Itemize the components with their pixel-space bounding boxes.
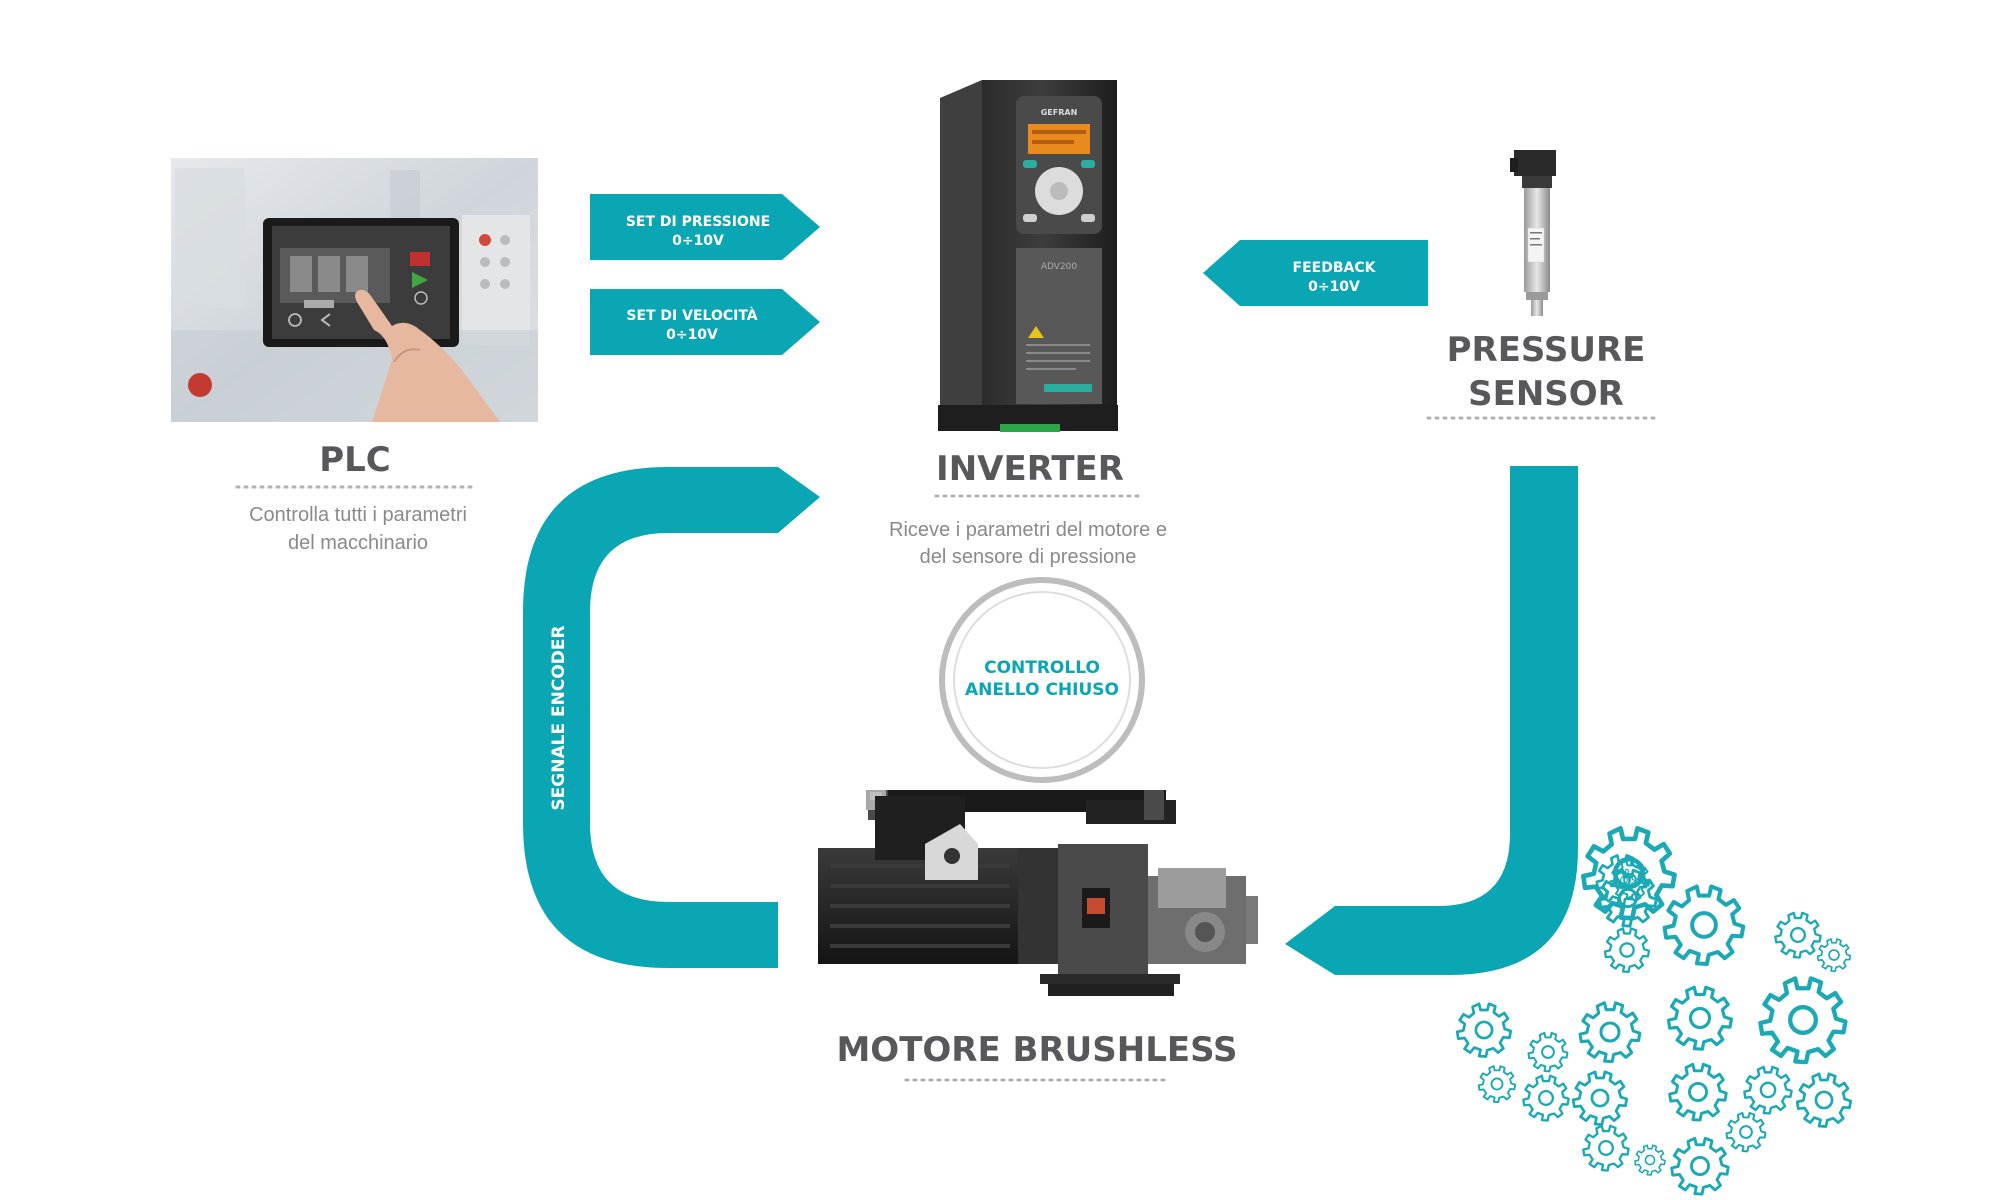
feedback-label: FEEDBACK [1293, 260, 1377, 276]
closed-loop-ring [939, 577, 1145, 783]
inverter-brand-label: GEFRAN [1041, 108, 1078, 117]
inverter-description-line1: Riceve i parametri del motore e [889, 519, 1167, 541]
pressure-sensor-title-line1: PRESSURE [1447, 330, 1646, 370]
motor-title: MOTORE BRUSHLESS [836, 1030, 1237, 1070]
set-speed-arrow [590, 289, 820, 355]
encoder-signal-label: SEGNALE ENCODER [549, 625, 569, 810]
feedback-range: 0÷10V [1308, 279, 1360, 295]
set-speed-label: SET DI VELOCITÀ [626, 307, 757, 324]
closed-loop-inner-ring [953, 591, 1131, 769]
sensor-to-motor-path [1285, 466, 1578, 975]
motor-photo [818, 790, 1258, 996]
closed-loop-line2: ANELLO CHIUSO [965, 680, 1119, 700]
feedback-arrow [1203, 240, 1428, 306]
plc-title: PLC [319, 440, 391, 480]
set-pressure-label: SET DI PRESSIONE [626, 214, 770, 230]
set-pressure-range: 0÷10V [672, 233, 724, 249]
inverter-description-line2: del sensore di pressione [920, 546, 1137, 568]
inverter-model-label: ADV200 [1041, 262, 1078, 272]
inverter-title: INVERTER [936, 449, 1124, 489]
closed-loop-line1: CONTROLLO [984, 658, 1100, 678]
set-speed-range: 0÷10V [666, 327, 718, 343]
plc-description-line1: Controlla tutti i parametri [249, 504, 467, 526]
pressure-sensor-photo [1510, 150, 1556, 316]
set-pressure-arrow [590, 194, 820, 260]
plc-photo [171, 158, 538, 422]
pressure-sensor-title-line2: SENSOR [1468, 374, 1624, 414]
plc-description-line2: del macchinario [288, 532, 428, 554]
inverter-photo: GEFRAN ADV200 [938, 80, 1118, 432]
encoder-return-path [523, 467, 820, 968]
